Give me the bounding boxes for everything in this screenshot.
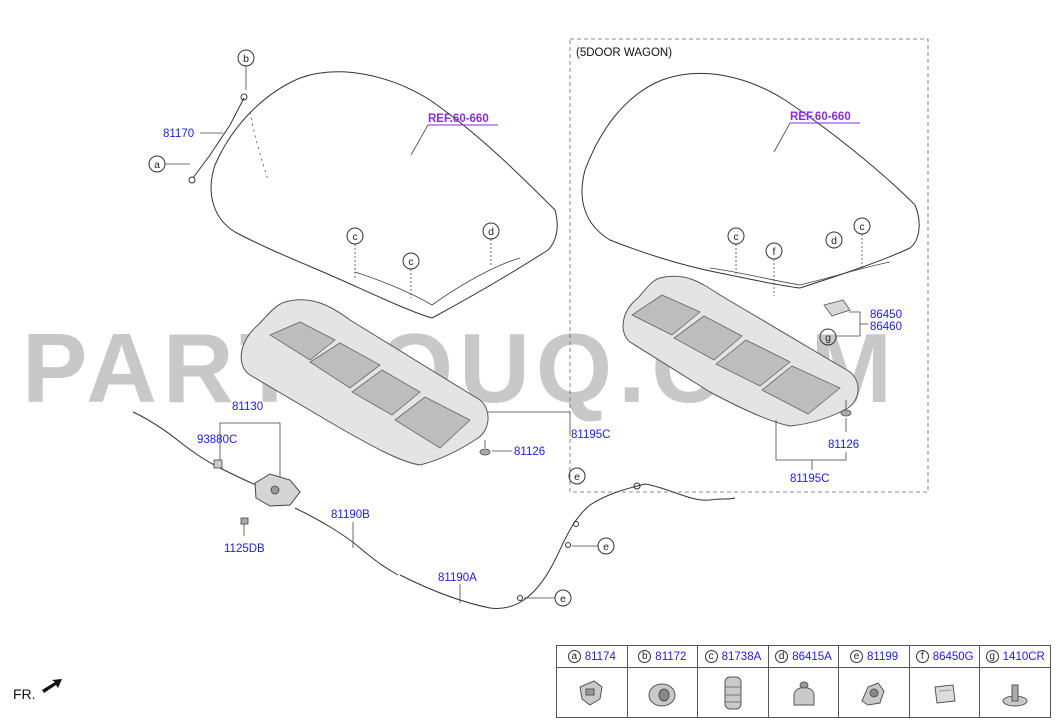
release-cable-81190A bbox=[399, 482, 736, 609]
bumper-stopper-icon bbox=[698, 668, 768, 717]
legend-letter: b bbox=[638, 650, 652, 663]
legend-part-link[interactable]: 86450G bbox=[932, 650, 974, 663]
front-arrow-icon bbox=[42, 679, 62, 693]
svg-text:d: d bbox=[831, 235, 837, 247]
callout-c-left-2: c bbox=[402, 252, 420, 298]
legend-part-link[interactable]: 1410CR bbox=[1002, 650, 1045, 663]
callout-c-right-1: c bbox=[727, 227, 745, 275]
svg-text:a: a bbox=[154, 159, 160, 171]
push-clip-icon bbox=[980, 668, 1050, 717]
front-indicator: FR. bbox=[13, 686, 36, 702]
callout-e-3: e bbox=[524, 589, 572, 607]
ref-link-right[interactable]: REF.60-660 bbox=[790, 111, 851, 123]
part-link-81170[interactable]: 81170 bbox=[163, 128, 194, 140]
cable-clip-icon bbox=[839, 668, 909, 717]
svg-text:g: g bbox=[825, 332, 831, 344]
leader-81195C-right bbox=[775, 420, 847, 461]
push-clip-left bbox=[479, 440, 491, 456]
wagon-variant-box bbox=[569, 38, 929, 493]
legend-cell-f: f 86450G bbox=[909, 646, 981, 717]
part-link-81190A[interactable]: 81190A bbox=[438, 572, 477, 584]
svg-text:c: c bbox=[408, 256, 413, 268]
callout-d-left: d bbox=[482, 222, 500, 265]
legend-part-link[interactable]: 86415A bbox=[792, 650, 832, 663]
legend-part-link[interactable]: 81199 bbox=[867, 650, 899, 663]
legend-cell-b: b 81172 bbox=[627, 646, 699, 717]
legend-letter: a bbox=[567, 650, 581, 663]
part-link-86460[interactable]: 86460 bbox=[870, 321, 902, 333]
callout-c-right-2: c bbox=[853, 217, 871, 270]
callout-d-right: d bbox=[825, 231, 843, 249]
svg-text:e: e bbox=[603, 541, 609, 553]
release-cable-81190B bbox=[294, 507, 399, 576]
part-link-1125DB[interactable]: 1125DB bbox=[224, 543, 265, 555]
hood-panel-left bbox=[210, 71, 558, 319]
legend-cell-e: e 81199 bbox=[839, 646, 910, 717]
callout-e-1: e bbox=[568, 467, 586, 485]
legend-part-link[interactable]: 81174 bbox=[584, 650, 616, 663]
legend-letter: g bbox=[985, 650, 999, 663]
release-handle-cable bbox=[132, 411, 269, 491]
part-link-86450[interactable]: 86450 bbox=[870, 309, 902, 321]
clip-a-icon bbox=[557, 668, 627, 717]
callout-f-right: f bbox=[765, 242, 783, 296]
svg-text:e: e bbox=[574, 471, 580, 483]
ref-leader-left bbox=[410, 124, 429, 156]
hood-stay-rod bbox=[188, 93, 248, 184]
legend-cell-g: g 1410CR bbox=[980, 646, 1051, 717]
legend-letter: f bbox=[915, 650, 929, 663]
svg-text:f: f bbox=[773, 246, 776, 258]
svg-text:e: e bbox=[560, 593, 566, 605]
hood-latch-assembly bbox=[254, 473, 301, 507]
legend-cell-a: a 81174 bbox=[557, 646, 628, 717]
rubber-cap-icon bbox=[769, 668, 839, 717]
legend-cell-c: c 81738A bbox=[698, 646, 769, 717]
svg-text:c: c bbox=[352, 231, 357, 243]
legend-table: a 81174 b 81172 c 81738A d 86415A bbox=[556, 645, 1051, 718]
svg-text:c: c bbox=[733, 231, 738, 243]
svg-text:d: d bbox=[488, 226, 494, 238]
ref-link-left[interactable]: REF.60-660 bbox=[428, 113, 489, 125]
legend-part-link[interactable]: 81172 bbox=[655, 650, 687, 663]
grommet-icon bbox=[628, 668, 698, 717]
hood-panel-right bbox=[581, 72, 920, 289]
wagon-box-title: (5DOOR WAGON) bbox=[576, 47, 672, 59]
part-link-81130[interactable]: 81130 bbox=[232, 401, 263, 413]
part-link-81126-right[interactable]: 81126 bbox=[828, 439, 859, 451]
svg-text:b: b bbox=[243, 53, 249, 65]
pad-icon bbox=[910, 668, 980, 717]
leader-81130 bbox=[219, 422, 281, 478]
part-link-81195C-left[interactable]: 81195C bbox=[571, 429, 610, 441]
part-link-93880C[interactable]: 93880C bbox=[197, 434, 237, 446]
callout-g-right: g bbox=[819, 328, 837, 346]
hood-insulator-left bbox=[240, 299, 489, 466]
legend-part-link[interactable]: 81738A bbox=[721, 650, 762, 663]
callout-b: b bbox=[237, 49, 255, 67]
ref-leader-right bbox=[773, 122, 791, 153]
part-link-81126-left[interactable]: 81126 bbox=[514, 446, 545, 458]
svg-text:c: c bbox=[859, 221, 864, 233]
part-link-81195C-right[interactable]: 81195C bbox=[790, 473, 829, 485]
legend-letter: e bbox=[850, 650, 864, 663]
callout-a: a bbox=[148, 155, 166, 173]
callout-c-left-1: c bbox=[346, 227, 364, 280]
legend-letter: d bbox=[775, 650, 789, 663]
callout-e-2: e bbox=[572, 537, 615, 555]
legend-letter: c bbox=[704, 650, 718, 663]
legend-cell-d: d 86415A bbox=[768, 646, 840, 717]
bolt-1125DB bbox=[240, 517, 249, 536]
part-link-81190B[interactable]: 81190B bbox=[331, 509, 370, 521]
hood-insulator-right bbox=[622, 275, 859, 427]
pad-86450-right bbox=[823, 299, 851, 317]
push-clip-right bbox=[840, 400, 852, 417]
